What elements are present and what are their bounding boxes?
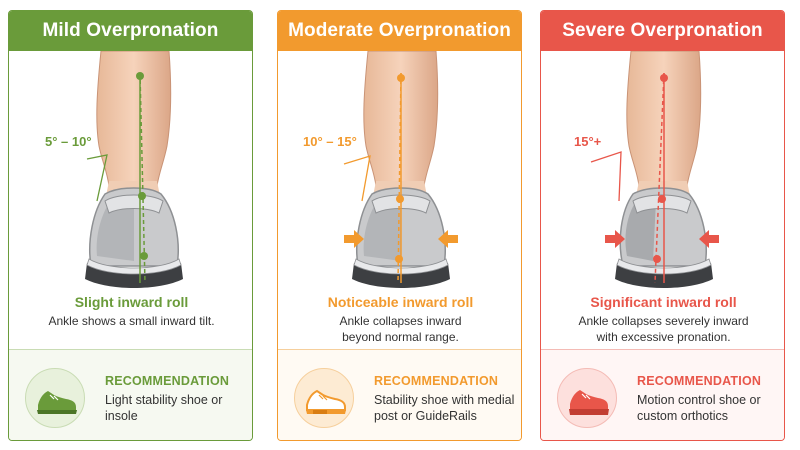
sneaker-icon bbox=[25, 368, 85, 428]
panel-moderate: Moderate Overpronation 10° – 15° bbox=[277, 10, 522, 441]
motion-control-shoe-icon bbox=[557, 368, 617, 428]
caption-text: Ankle collapses inward beyond normal ran… bbox=[339, 314, 462, 344]
recommendation-box: RECOMMENDATION Stability shoe with media… bbox=[278, 349, 521, 440]
panel-header: Moderate Overpronation bbox=[278, 11, 521, 51]
angle-label: 5° – 10° bbox=[45, 134, 92, 149]
recommendation-text: Stability shoe with medial post or Guide… bbox=[374, 393, 515, 423]
leg-illustration: 15°+ bbox=[541, 51, 784, 289]
caption-title: Significant inward roll bbox=[590, 294, 737, 310]
leg-illustration: 10° – 15° bbox=[278, 51, 521, 289]
caption-text: Ankle collapses severely inward with exc… bbox=[578, 314, 749, 344]
caption-title: Slight inward roll bbox=[74, 294, 189, 310]
leg-and-shoe-drawing bbox=[85, 51, 183, 288]
angle-label: 10° – 15° bbox=[303, 134, 357, 149]
recommendation-text: Motion control shoe or custom orthotics bbox=[637, 393, 761, 423]
caption-title: Noticeable inward roll bbox=[327, 294, 474, 310]
stability-shoe-icon bbox=[294, 368, 354, 428]
recommendation-title: RECOMMENDATION bbox=[374, 374, 499, 388]
leg-and-shoe-drawing bbox=[590, 51, 719, 288]
recommendation-text: Light stability shoe or insole bbox=[105, 393, 223, 423]
recommendation-box: RECOMMENDATION Motion control shoe or cu… bbox=[541, 349, 784, 440]
leg-and-shoe-drawing bbox=[343, 51, 458, 288]
caption-text: Ankle shows a small inward tilt. bbox=[48, 314, 215, 328]
panel-mild: Mild Overpronation 5° – 10° Slight inwa bbox=[8, 10, 253, 441]
leg-illustration: 5° – 10° bbox=[9, 51, 252, 289]
caption: Noticeable inward roll Ankle collapses i… bbox=[278, 294, 521, 345]
panel-header: Mild Overpronation bbox=[9, 11, 252, 51]
recommendation-title: RECOMMENDATION bbox=[637, 374, 762, 388]
panel-severe: Severe Overpronation 15°+ bbox=[540, 10, 785, 441]
panel-header: Severe Overpronation bbox=[541, 11, 784, 51]
caption: Slight inward roll Ankle shows a small i… bbox=[9, 294, 252, 329]
angle-label: 15°+ bbox=[574, 134, 602, 149]
recommendation-title: RECOMMENDATION bbox=[105, 374, 230, 388]
caption: Significant inward roll Ankle collapses … bbox=[541, 294, 784, 345]
recommendation-box: RECOMMENDATION Light stability shoe or i… bbox=[9, 349, 252, 440]
